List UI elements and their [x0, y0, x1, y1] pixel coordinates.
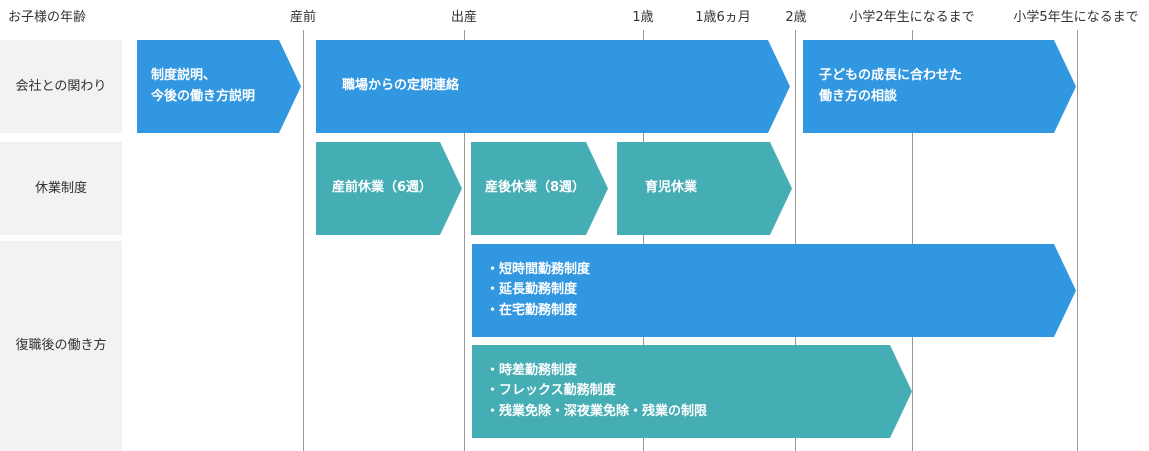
milestone-gridline: [795, 30, 796, 451]
arrow-text-line: 今後の働き方説明: [151, 88, 256, 104]
milestone-label: 産前: [289, 10, 317, 25]
row-label-line: 会社との: [15, 78, 68, 94]
milestone-gridline: [643, 30, 644, 451]
row-label-company-relation: 会社との 関わり: [0, 40, 122, 133]
milestone-gridline: [303, 30, 304, 451]
arrow-childcare-leave: 育児休業: [617, 142, 792, 235]
arrow-text-line: 育児休業: [645, 180, 698, 196]
row-label-post-return-work: 復職後の 働き方: [0, 241, 122, 451]
arrow-work-style-consultation: 子どもの成長に合わせた 働き方の相談: [803, 40, 1076, 133]
arrow-text-line: 職場からの定期連絡: [342, 78, 460, 94]
arrow-system-explanation: 制度説明、 今後の働き方説明: [137, 40, 301, 133]
arrow-text-line: 産前休業（6週）: [332, 180, 433, 196]
row-label-leave-system: 休業制度: [0, 142, 122, 235]
milestone-label: 1歳6ヵ月: [695, 10, 751, 25]
milestone-gridline: [912, 30, 913, 451]
arrow-text-line: 制度説明、: [151, 68, 217, 84]
arrow-postnatal-leave: 産後休業（8週）: [471, 142, 608, 235]
age-header-label: お子様の年齢: [8, 10, 87, 25]
milestone-gridline: [1077, 30, 1078, 451]
arrow-short-hours-systems: ・短時間勤務制度 ・延長勤務制度 ・在宅勤務制度: [472, 244, 1076, 337]
row-label-line: 関わり: [67, 78, 107, 94]
arrow-text-line: ・短時間勤務制度: [486, 262, 591, 278]
arrow-text-line: 働き方の相談: [819, 88, 898, 104]
arrow-text-line: ・フレックス勤務制度: [486, 383, 616, 399]
milestone-label: 2歳: [785, 10, 807, 25]
arrow-text-line: 子どもの成長に合わせた: [819, 68, 963, 84]
arrow-text-line: 産後休業（8週）: [485, 180, 586, 196]
arrow-text-line: ・在宅勤務制度: [486, 302, 578, 318]
milestone-label: 出産: [450, 10, 478, 25]
arrow-regular-contact: 職場からの定期連絡: [316, 40, 790, 133]
arrow-flex-work-systems: ・時差勤務制度 ・フレックス勤務制度 ・残業免除・深夜業免除・残業の制限: [472, 345, 912, 438]
milestone-label: 小学5年生になるまで: [1013, 10, 1139, 25]
arrow-text-line: ・延長勤務制度: [486, 282, 578, 298]
row-label-line: 復職後の: [15, 338, 68, 354]
milestone-label: 小学2年生になるまで: [849, 10, 975, 25]
arrow-text-line: ・時差勤務制度: [486, 363, 578, 379]
milestone-label: 1歳: [632, 10, 654, 25]
arrow-text-line: ・残業免除・深夜業免除・残業の制限: [486, 403, 708, 419]
row-label-line: 休業制度: [34, 180, 87, 196]
arrow-prenatal-leave: 産前休業（6週）: [316, 142, 462, 235]
row-label-line: 働き方: [67, 338, 107, 354]
milestone-gridline: [464, 30, 465, 451]
